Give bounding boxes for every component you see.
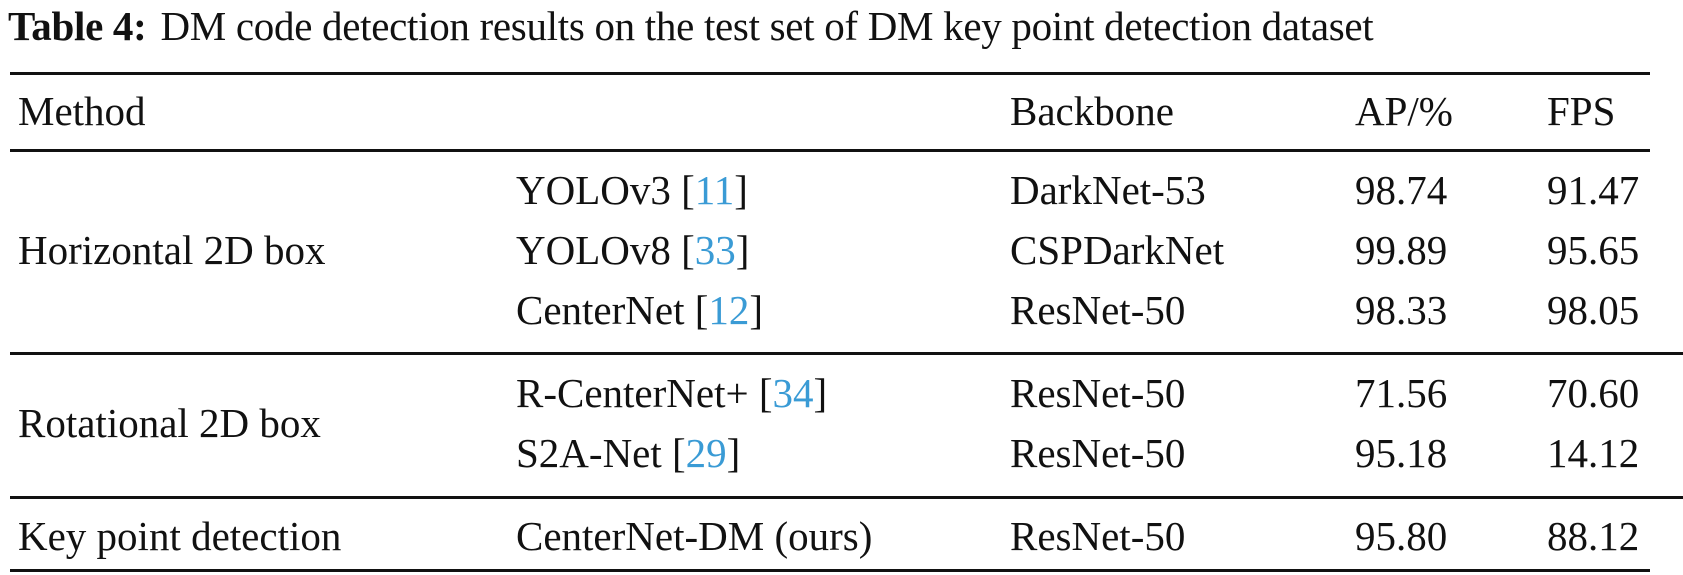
method-name: YOLOv8	[516, 227, 671, 273]
ap-cell: 98.74	[1355, 167, 1448, 213]
backbone-cell: CSPDarkNet	[1010, 227, 1225, 273]
ap-cell: 95.80	[1355, 513, 1448, 559]
backbone-cell: ResNet-50	[1010, 430, 1186, 476]
ap-cell: 95.18	[1355, 430, 1448, 476]
citation-link[interactable]: 29	[685, 430, 727, 476]
ap-cell: 99.89	[1355, 227, 1448, 273]
backbone-cell: ResNet-50	[1010, 513, 1186, 559]
header-ap: AP/%	[1355, 88, 1453, 134]
method-name: YOLOv3	[516, 167, 671, 213]
method-cell: CenterNet [12]	[516, 287, 764, 333]
fps-cell: 70.60	[1547, 370, 1640, 416]
category-rotational: Rotational 2D box	[18, 400, 321, 446]
ap-cell: 98.33	[1355, 287, 1448, 333]
header-method: Method	[18, 88, 146, 134]
fps-cell: 98.05	[1547, 287, 1640, 333]
method-cell: S2A-Net [29]	[516, 430, 741, 476]
top-rule	[10, 72, 1650, 75]
header-fps: FPS	[1547, 88, 1616, 134]
method-cell: YOLOv3 [11]	[516, 167, 748, 213]
citation-link[interactable]: 12	[708, 287, 750, 333]
method-name: CenterNet-DM (ours)	[516, 513, 873, 559]
category-horizontal: Horizontal 2D box	[18, 227, 326, 273]
method-cell: CenterNet-DM (ours)	[516, 511, 872, 561]
ap-cell: 71.56	[1355, 370, 1448, 416]
method-cell: R-CenterNet+ [34]	[516, 370, 828, 416]
caption-label: Table 4:	[8, 3, 147, 49]
caption-text: DM code detection results on the test se…	[160, 3, 1374, 49]
fps-cell: 88.12	[1547, 513, 1640, 559]
backbone-cell: ResNet-50	[1010, 370, 1186, 416]
method-cell: YOLOv8 [33]	[516, 227, 750, 273]
method-name: R-CenterNet+	[516, 370, 749, 416]
fps-cell: 95.65	[1547, 227, 1640, 273]
group-rule-1	[10, 352, 1683, 355]
header-backbone: Backbone	[1010, 88, 1174, 134]
citation-link[interactable]: 34	[772, 370, 814, 416]
citation-link[interactable]: 11	[694, 167, 735, 213]
header-rule	[10, 149, 1650, 152]
method-name: S2A-Net	[516, 430, 662, 476]
bottom-rule	[10, 569, 1650, 572]
category-keypoint: Key point detection	[18, 513, 342, 559]
table-caption: Table 4: DM code detection results on the…	[8, 0, 1374, 52]
backbone-cell: DarkNet-53	[1010, 167, 1206, 213]
group-rule-2	[10, 496, 1683, 499]
backbone-cell: ResNet-50	[1010, 287, 1186, 333]
method-name: CenterNet	[516, 287, 685, 333]
fps-cell: 14.12	[1547, 430, 1640, 476]
citation-link[interactable]: 33	[694, 227, 736, 273]
fps-cell: 91.47	[1547, 167, 1640, 213]
